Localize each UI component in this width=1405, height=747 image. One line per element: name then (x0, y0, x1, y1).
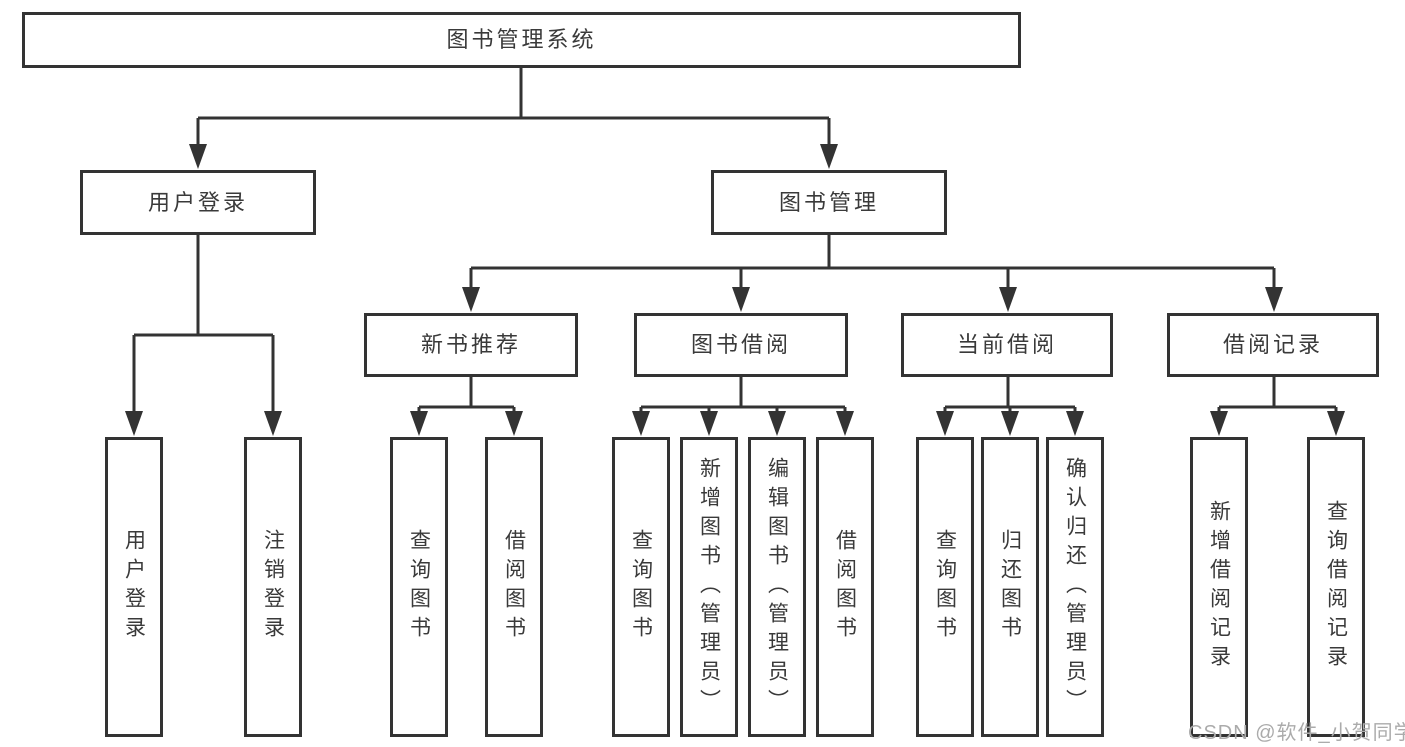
connector-borrow-records-branch (1217, 377, 1338, 415)
arrowhead (936, 411, 954, 436)
node-book-borrow: 图书借阅 (634, 313, 848, 377)
arrowhead (1265, 287, 1283, 312)
leaf-bb-borrow-books: 借阅图书 (816, 437, 874, 737)
arrowhead (125, 411, 143, 436)
arrowhead (1066, 411, 1084, 436)
leaf-cb-confirm-return: 确认归还（管理员） (1046, 437, 1104, 737)
node-book-mgmt: 图书管理 (711, 170, 947, 235)
connector-user-login-branch (132, 235, 275, 415)
watermark-text: CSDN @软件_小贺同学 (1188, 722, 1405, 744)
leaf-cb-query-books: 查询图书 (916, 437, 974, 737)
connector-current-borrow-branch (943, 377, 1077, 415)
arrowhead (462, 287, 480, 312)
arrowhead (768, 411, 786, 436)
arrowhead (189, 144, 207, 169)
leaf-bb-add-books: 新增图书（管理员） (680, 437, 738, 737)
node-new-book-rec: 新书推荐 (364, 313, 578, 377)
arrowhead (732, 287, 750, 312)
leaf-cb-return-books: 归还图书 (981, 437, 1039, 737)
node-root: 图书管理系统 (22, 12, 1021, 68)
arrowhead (999, 287, 1017, 312)
arrowhead (1327, 411, 1345, 436)
arrowhead (264, 411, 282, 436)
arrowhead (820, 144, 838, 169)
arrowhead (1001, 411, 1019, 436)
connector-root-branch (196, 68, 831, 150)
leaf-user-login: 用户登录 (105, 437, 163, 737)
arrowhead (700, 411, 718, 436)
node-user-login: 用户登录 (80, 170, 316, 235)
connector-book-borrow-branch (639, 377, 847, 415)
connector-book-mgmt-branch (469, 235, 1276, 292)
leaf-br-query-record: 查询借阅记录 (1307, 437, 1365, 737)
node-borrow-records: 借阅记录 (1167, 313, 1379, 377)
leaf-br-add-record: 新增借阅记录 (1190, 437, 1248, 737)
connector-new-book-rec-branch (417, 377, 516, 415)
leaf-logout: 注销登录 (244, 437, 302, 737)
node-current-borrow: 当前借阅 (901, 313, 1113, 377)
arrowhead (632, 411, 650, 436)
leaf-bb-query-books: 查询图书 (612, 437, 670, 737)
arrowhead (505, 411, 523, 436)
arrowhead (410, 411, 428, 436)
leaf-rec-borrow-books: 借阅图书 (485, 437, 543, 737)
leaf-rec-query-books: 查询图书 (390, 437, 448, 737)
arrowhead (836, 411, 854, 436)
arrowhead (1210, 411, 1228, 436)
leaf-bb-edit-books: 编辑图书（管理员） (748, 437, 806, 737)
